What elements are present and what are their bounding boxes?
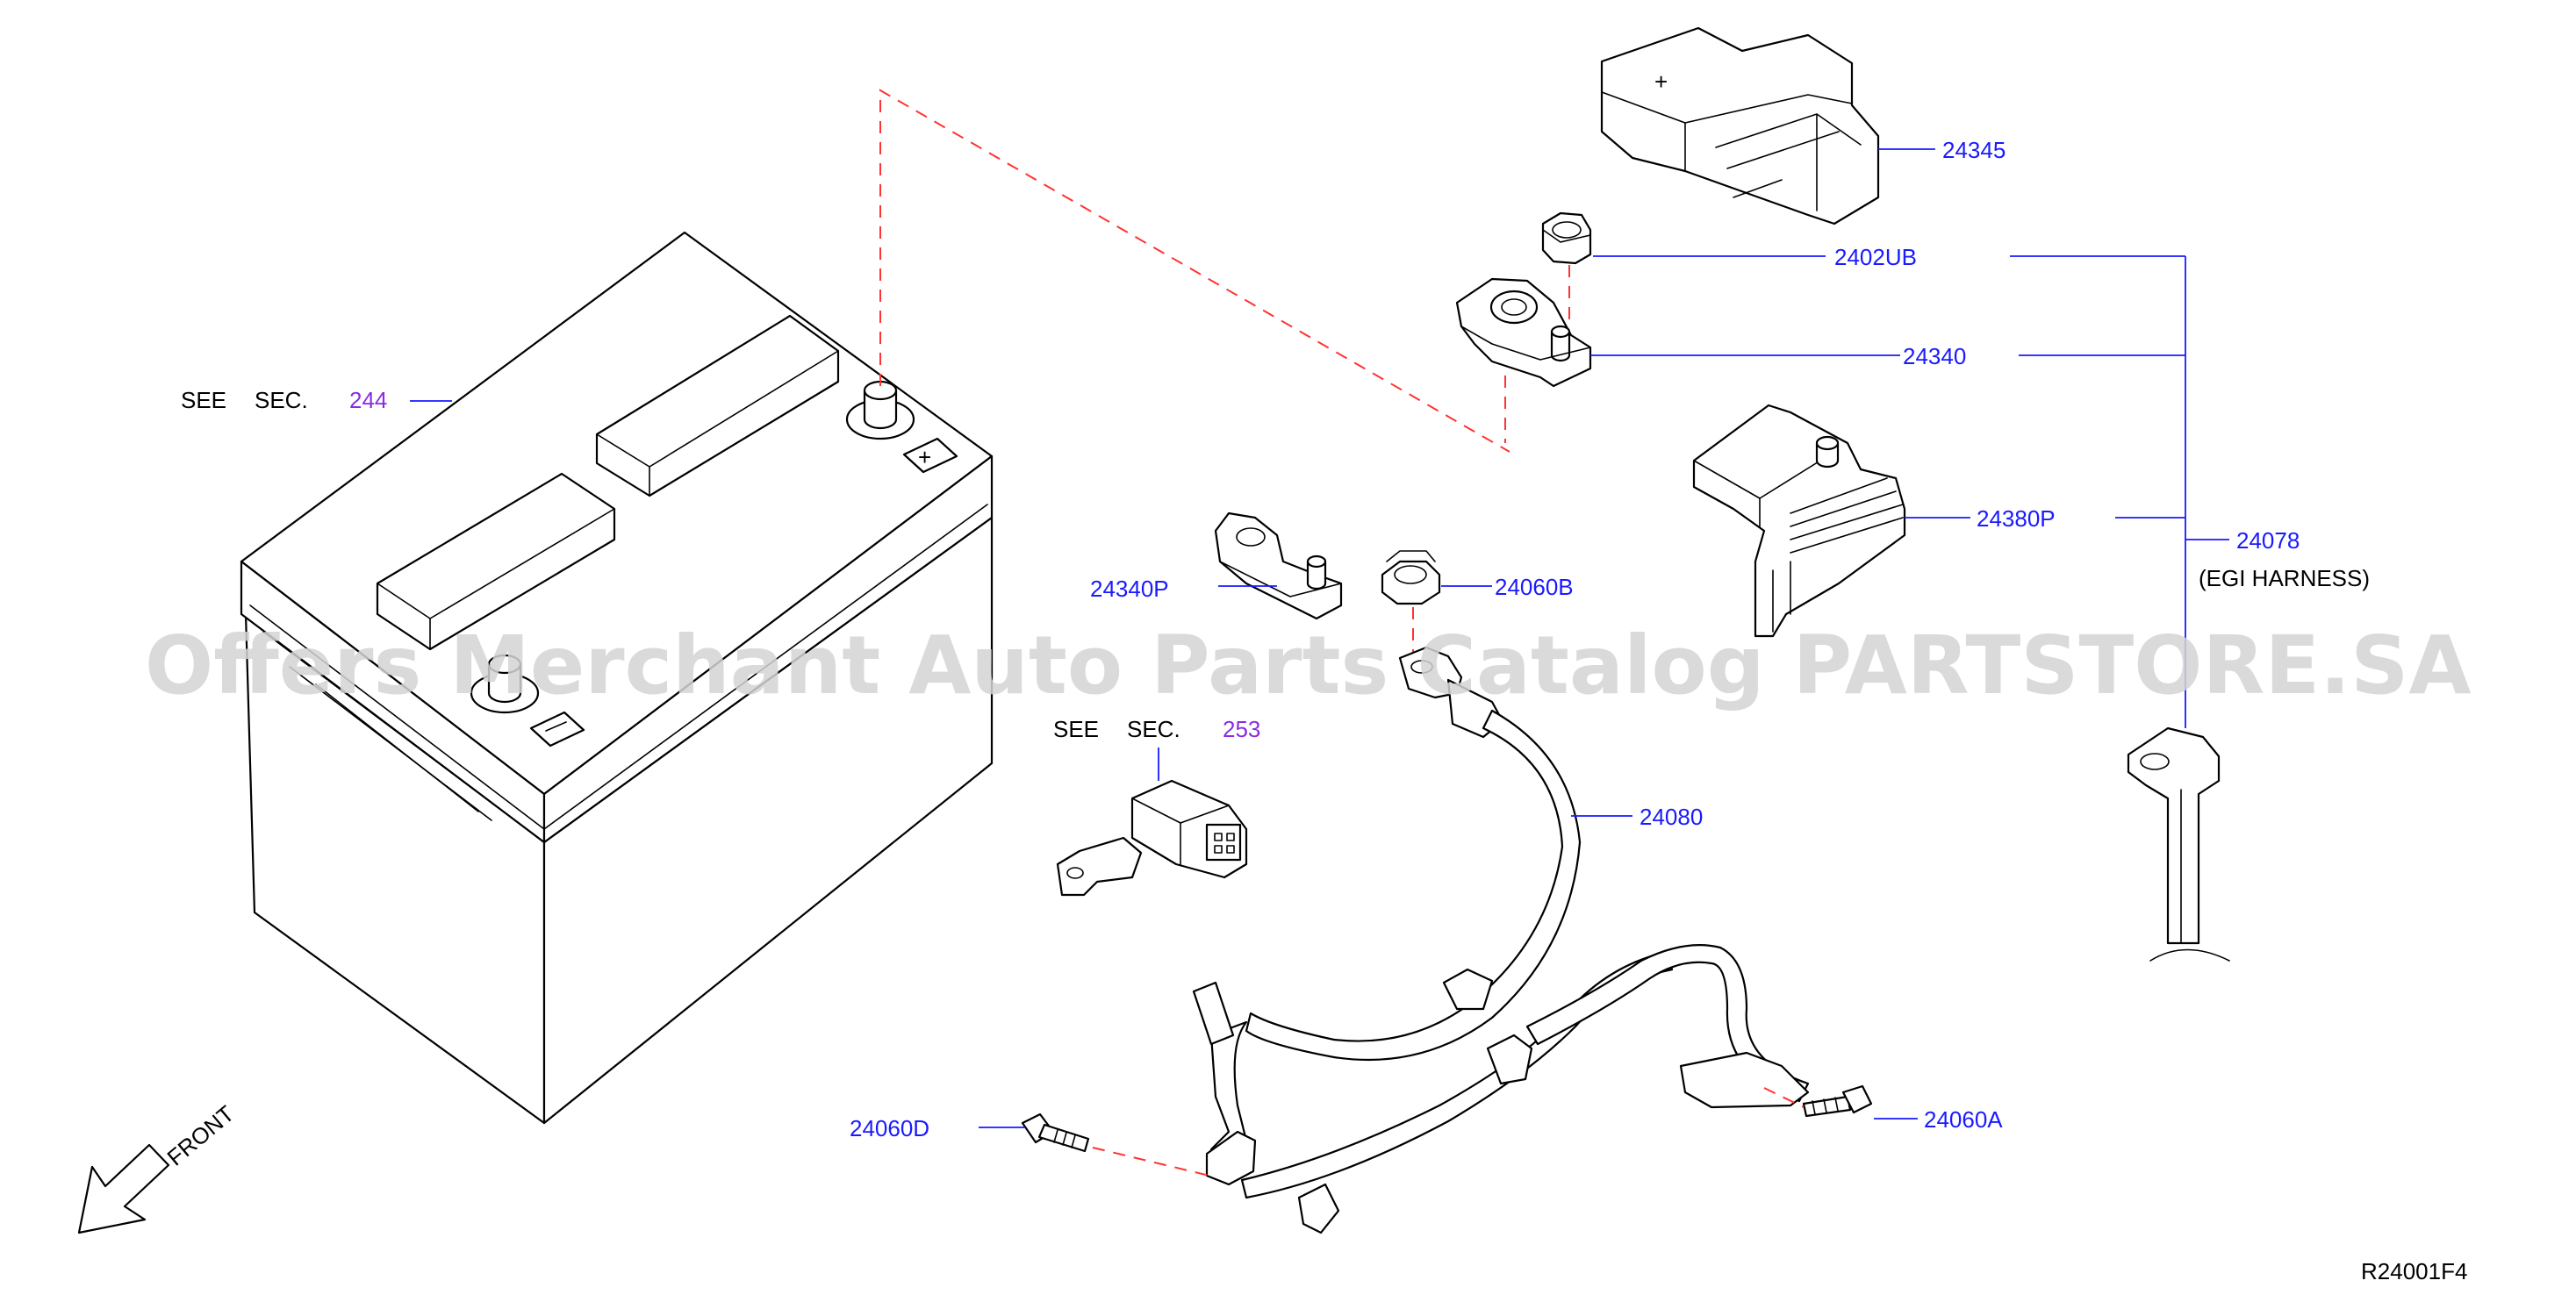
diagram-id: R24001F4 [2361,1258,2467,1284]
terminal-cover-24345[interactable]: + [1600,26,1880,225]
positive-terminal: + [845,380,958,474]
part-number-24345[interactable]: 24345 [1942,137,2006,163]
svg-text:SEC.: SEC. [1127,716,1180,742]
nut-2402UB[interactable] [1541,211,1592,265]
negative-terminal [470,654,585,748]
minus-icon [545,721,567,732]
watermark: Offers Merchant Auto Parts Catalog PARTS… [145,619,2472,712]
terminal-clamp-24340[interactable] [1455,277,1592,388]
bolt-24060A[interactable] [1802,1084,1873,1118]
sensor-section-link[interactable]: 253 [1223,716,1260,742]
bolt-24060D[interactable] [1021,1112,1090,1153]
fusible-link-24380P[interactable] [1692,404,1906,638]
part-number-24060B[interactable]: 24060B [1495,574,1574,600]
svg-text:SEC.: SEC. [255,387,308,413]
part-number-24078[interactable]: 24078 [2236,527,2300,554]
part-number-24080[interactable]: 24080 [1640,804,1703,830]
svg-text:SEE: SEE [1053,716,1099,742]
clip-24340P[interactable] [1214,512,1343,620]
part-number-24380P[interactable]: 24380P [1977,505,2056,532]
part-number-24060A[interactable]: 24060A [1924,1106,2003,1133]
plus-icon: + [1654,68,1668,95]
part-number-2402UB[interactable]: 2402UB [1834,244,1917,270]
battery-cable-24080[interactable] [1192,646,1810,1234]
battery-section-link[interactable]: 244 [349,387,387,413]
egi-harness-24078[interactable] [2127,726,2230,962]
battery-section-reference[interactable]: SEE SEC. 244 [181,387,452,413]
battery[interactable]: + [240,231,994,1125]
part-number-24340P[interactable]: 24340P [1090,576,1169,602]
part-number-24060D[interactable]: 24060D [850,1115,929,1141]
front-direction-indicator: FRONT [77,1100,240,1234]
svg-text:SEE: SEE [181,387,226,413]
plus-icon: + [918,444,931,470]
positive-terminal-guide [879,89,1510,453]
leader-bracket-24078 [2185,256,2229,728]
nut-24060B[interactable] [1381,550,1441,605]
front-arrow-icon [77,1143,170,1234]
part-number-24340[interactable]: 24340 [1903,343,1966,369]
battery-sensor[interactable] [1056,779,1248,897]
front-label: FRONT [162,1100,240,1171]
sensor-section-reference[interactable]: SEE SEC. 253 [1053,716,1260,781]
egi-harness-note: (EGI HARNESS) [2199,565,2370,591]
